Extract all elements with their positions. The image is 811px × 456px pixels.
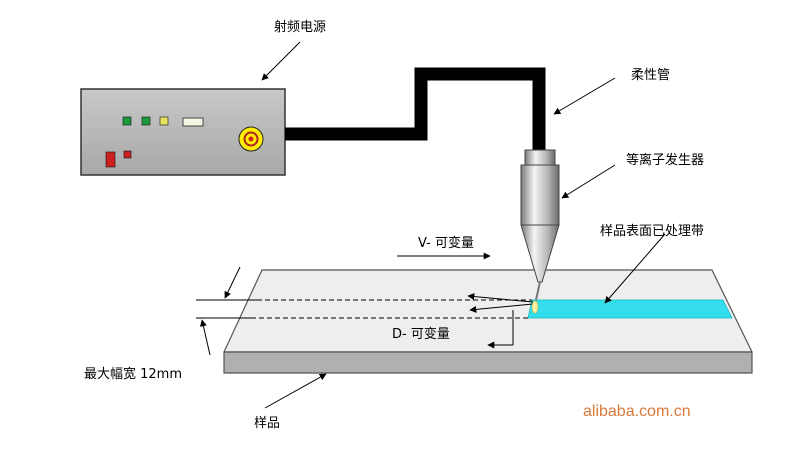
indicator-green-1 <box>122 116 132 126</box>
red-switch-small <box>123 150 132 159</box>
label-v-variable: V- 可变量 <box>418 236 474 251</box>
label-treated-band: 样品表面已处理带 <box>600 224 705 239</box>
generator-tip <box>535 281 541 301</box>
flex-cable <box>285 67 546 160</box>
generator-cone <box>520 224 560 283</box>
watermark: alibaba.com.cn <box>583 403 691 420</box>
plasma-spot <box>531 300 539 314</box>
indicator-green-2 <box>141 116 151 126</box>
indicator-yellow <box>159 116 169 126</box>
red-switch-large <box>105 151 116 168</box>
generator-collar <box>524 149 556 167</box>
rf-power-supply <box>80 88 286 176</box>
callout-arrows <box>261 41 666 409</box>
arrow-flex-tube <box>553 77 616 115</box>
sample-plate <box>223 269 753 374</box>
dashed-guides <box>251 299 532 319</box>
treated-band <box>527 299 733 319</box>
sample-side-face <box>223 351 753 374</box>
label-rf-power: 射频电源 <box>274 20 327 35</box>
arrow-sample <box>264 373 327 409</box>
arrow-rf-power <box>261 41 301 81</box>
output-knob-inner <box>248 136 254 142</box>
label-flex-tube: 柔性管 <box>631 68 671 83</box>
label-max-width: 最大幅宽 12mm <box>84 367 183 382</box>
plasma-generator <box>520 149 560 314</box>
display-window <box>182 117 204 127</box>
arrow-treated-band <box>604 233 666 304</box>
generator-body <box>520 164 560 226</box>
width-dimension <box>196 266 257 356</box>
label-sample: 样品 <box>254 416 281 431</box>
label-d-variable: D- 可变量 <box>392 327 450 342</box>
label-plasma-generator: 等离子发生器 <box>626 153 705 168</box>
tip-arrows <box>467 293 534 313</box>
arrow-plasma-generator <box>561 164 616 199</box>
